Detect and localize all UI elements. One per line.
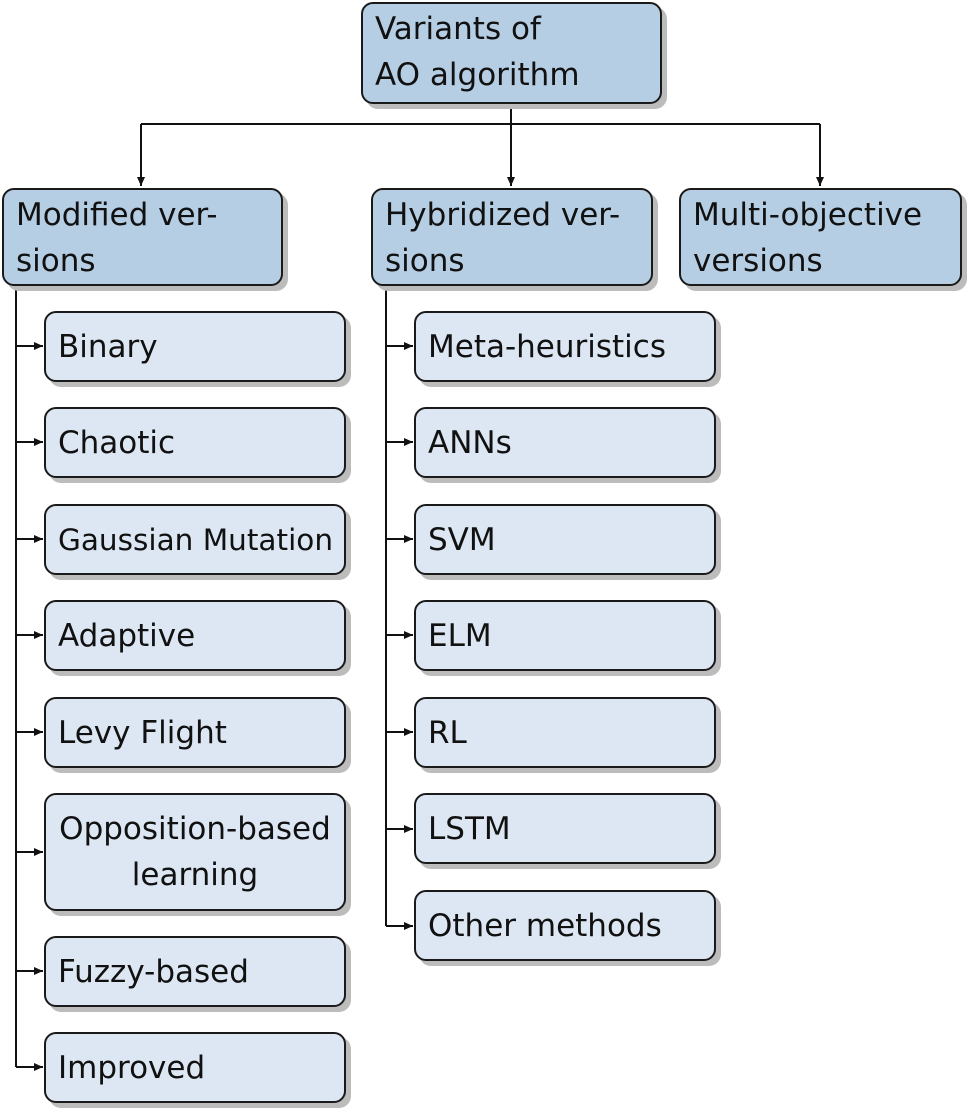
- leaf-binary: Binary: [44, 311, 346, 382]
- category-modified-label-line-1: Modified ver-: [16, 197, 218, 233]
- leaf-improved: Improved: [44, 1032, 346, 1103]
- leaf-gaussian-mutation: Gaussian Mutation: [44, 504, 346, 575]
- category-multi-label-line-2: versions: [693, 243, 823, 279]
- leaf-chaotic: Chaotic: [44, 407, 346, 478]
- category-modified-label-line-2: sions: [16, 243, 96, 279]
- leaf-meta-heuristics: Meta-heuristics: [414, 311, 716, 382]
- leaf-rl: RL: [414, 697, 716, 768]
- root-label-line-2: AO algorithm: [375, 57, 580, 93]
- leaf-anns: ANNs: [414, 407, 716, 478]
- root-label-line-1: Variants of: [375, 11, 541, 47]
- category-multi-label-line-1: Multi-objective: [693, 197, 923, 233]
- category-hybridized-label-line-2: sions: [385, 243, 465, 279]
- leaf-opposition-line-2: learning: [131, 857, 259, 893]
- category-modified-versions: Modified ver- sions: [2, 188, 283, 286]
- root-node: Variants of AO algorithm: [361, 2, 662, 104]
- leaf-levy-flight: Levy Flight: [44, 697, 346, 768]
- category-multi-objective-versions: Multi-objective versions: [679, 188, 962, 286]
- category-hybridized-label-line-1: Hybridized ver-: [385, 197, 621, 233]
- leaf-lstm: LSTM: [414, 793, 716, 864]
- leaf-other-methods: Other methods: [414, 890, 716, 961]
- leaf-elm: ELM: [414, 600, 716, 671]
- leaf-svm: SVM: [414, 504, 716, 575]
- leaf-opposition-line-1: Opposition-based: [59, 811, 331, 847]
- leaf-adaptive: Adaptive: [44, 600, 346, 671]
- category-hybridized-versions: Hybridized ver- sions: [371, 188, 653, 286]
- leaf-opposition-based-learning: Opposition-based learning: [44, 793, 346, 911]
- leaf-fuzzy-based: Fuzzy-based: [44, 936, 346, 1007]
